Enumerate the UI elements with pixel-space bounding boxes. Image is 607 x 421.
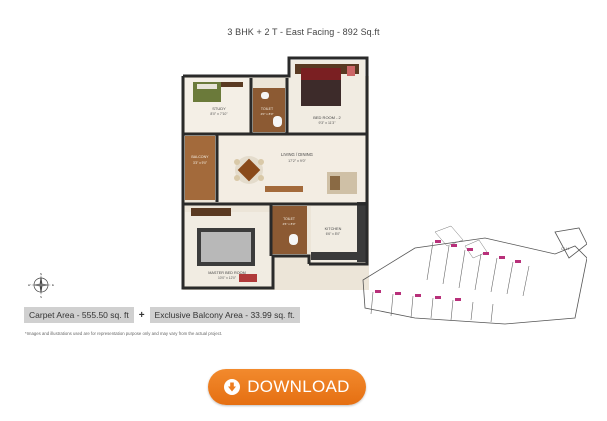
balcony-area: Exclusive Balcony Area - 33.99 sq. ft. [149, 307, 300, 323]
compass-e: E [52, 283, 54, 287]
master-size: 10'0" x 12'0" [218, 276, 237, 280]
compass-n: N [40, 272, 42, 276]
download-arrow-icon [224, 379, 241, 395]
living-dining: LIVING / DINING 17'2" x 9'0" [219, 136, 365, 202]
master-label: MASTER BED ROOM [208, 271, 246, 275]
study-size: 8'0" x 7'10" [210, 112, 228, 116]
balcony: BALCONY 3'3" x 9'0" [185, 136, 215, 200]
toilet1-size: 4'0" x 8'0" [260, 112, 273, 116]
bedroom2-size: 9'3" x 11'3" [319, 121, 337, 125]
compass-s: S [40, 295, 42, 298]
toilet2-label: TOILET [283, 217, 295, 221]
plan-title: 3 BHK + 2 T - East Facing - 892 Sq.ft [227, 27, 380, 37]
compass-icon: N S E W [28, 272, 54, 298]
compass-w: W [28, 283, 31, 287]
download-label: DOWNLOAD [247, 377, 350, 396]
kitchen-size: 6'6" x 8'0" [326, 232, 341, 236]
kitchen-label: KITCHEN [325, 227, 342, 231]
bedroom-2: BED ROOM - 2 9'3" x 11'3" [289, 60, 365, 136]
study-room: STUDY 8'0" x 7'10" [185, 78, 249, 132]
download-button[interactable]: DOWNLOAD [208, 369, 366, 405]
living-label: LIVING / DINING [281, 152, 313, 157]
kitchen: KITCHEN 6'6" x 8'0" [311, 202, 367, 262]
toilet1-label: TOILET [261, 107, 274, 111]
area-summary: Carpet Area - 555.50 sq. ft + Exclusive … [24, 306, 300, 324]
disclaimer-text: *Images and illustrations used are for r… [25, 331, 223, 336]
carpet-area: Carpet Area - 555.50 sq. ft [24, 307, 134, 323]
study-label: STUDY [212, 106, 226, 111]
balcony-label: BALCONY [191, 155, 209, 159]
toilet2-size: 4'6" x 8'0" [282, 222, 295, 226]
toilet-1: TOILET 4'0" x 8'0" [253, 88, 285, 132]
plus-sign: + [138, 309, 145, 321]
bedroom2-label: BED ROOM - 2 [313, 115, 341, 120]
master-bedroom: MASTER BED ROOM 10'0" x 12'0" [185, 208, 273, 286]
balcony-size: 3'3" x 9'0" [193, 161, 207, 165]
site-plan: CLH [362, 225, 587, 325]
site-plan-label: CLH [561, 246, 569, 251]
floor-plan: STUDY 8'0" x 7'10" TOILET 4'0" x 8'0" BE… [181, 56, 369, 290]
living-size: 17'2" x 9'0" [288, 159, 306, 163]
toilet-2: TOILET 4'6" x 8'0" [271, 206, 307, 254]
